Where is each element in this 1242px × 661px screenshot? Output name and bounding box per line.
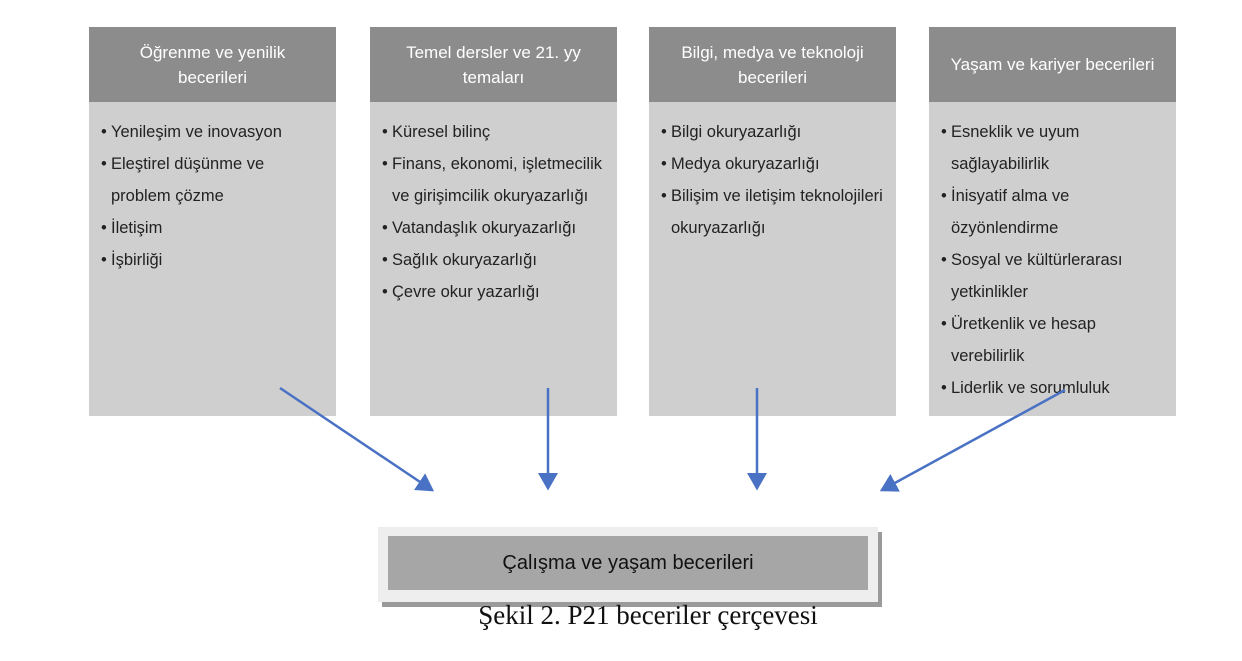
list-item: Çevre okur yazarlığı (382, 276, 609, 308)
list-item: Bilgi okuryazarlığı (661, 116, 888, 148)
list-item: Eleştirel düşünme ve problem çözme (101, 148, 281, 212)
column-header: Bilgi, medya ve teknoloji becerileri (649, 27, 896, 102)
list-item: Bilişim ve iletişim teknolojileri okurya… (661, 180, 888, 244)
item-list: Küresel bilinç Finans, ekonomi, işletmec… (370, 102, 617, 308)
column-life-career: Yaşam ve kariyer becerileri Esneklik ve … (929, 27, 1176, 416)
list-item: Finans, ekonomi, işletmecilik ve girişim… (382, 148, 609, 212)
target-label: Çalışma ve yaşam becerileri (388, 536, 868, 590)
list-item: İletişim (101, 212, 328, 244)
list-item: İnisyatif alma ve özyönlendirme (941, 180, 1121, 244)
list-item: Üretkenlik ve hesap verebilirlik (941, 308, 1131, 372)
target-box: Çalışma ve yaşam becerileri (378, 527, 878, 602)
item-list: Esneklik ve uyum sağlayabilirlik İnisyat… (929, 102, 1176, 404)
list-item: Küresel bilinç (382, 116, 609, 148)
list-item: Esneklik ve uyum sağlayabilirlik (941, 116, 1121, 180)
list-item: Sosyal ve kültürlerarası yetkinlikler (941, 244, 1168, 308)
column-header: Öğrenme ve yenilik becerileri (89, 27, 336, 102)
item-list: Yenileşim ve inovasyon Eleştirel düşünme… (89, 102, 336, 276)
column-header: Temel dersler ve 21. yy temaları (370, 27, 617, 102)
list-item: İşbirliği (101, 244, 328, 276)
column-header: Yaşam ve kariyer becerileri (929, 27, 1176, 102)
list-item: Medya okuryazarlığı (661, 148, 888, 180)
arrow-1 (279, 386, 435, 492)
list-item: Yenileşim ve inovasyon (101, 116, 328, 148)
column-learning-innovation: Öğrenme ve yenilik becerileri Yenileşim … (89, 27, 336, 416)
column-information-media-technology: Bilgi, medya ve teknoloji becerileri Bil… (649, 27, 896, 416)
list-item: Liderlik ve sorumluluk (941, 372, 1168, 404)
column-core-subjects: Temel dersler ve 21. yy temaları Küresel… (370, 27, 617, 416)
list-item: Vatandaşlık okuryazarlığı (382, 212, 609, 244)
arrow-4 (879, 388, 1066, 492)
figure-caption: Şekil 2. P21 beceriler çerçevesi (478, 600, 818, 630)
item-list: Bilgi okuryazarlığı Medya okuryazarlığı … (649, 102, 896, 244)
list-item: Sağlık okuryazarlığı (382, 244, 609, 276)
